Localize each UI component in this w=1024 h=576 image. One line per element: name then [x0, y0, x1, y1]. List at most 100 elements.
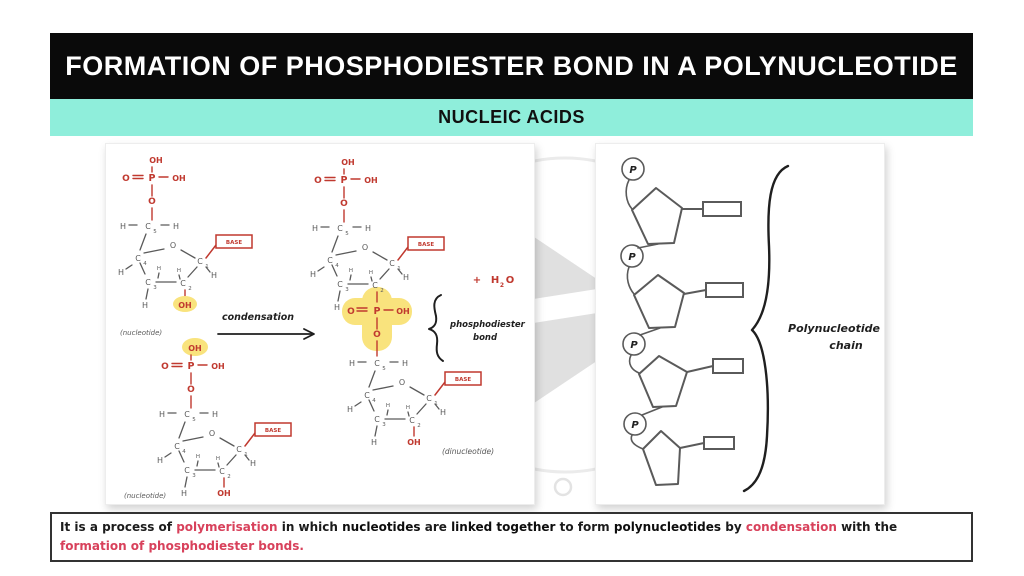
text-label: bond	[473, 333, 498, 343]
text-label: 3	[192, 473, 196, 479]
pentagon-shape	[642, 430, 681, 486]
text-label: P	[188, 361, 195, 372]
text-label: 3	[382, 422, 386, 428]
bond-line	[244, 432, 256, 447]
bond-line	[639, 327, 661, 336]
page-title: FORMATION OF PHOSPHODIESTER BOND IN A PO…	[65, 50, 958, 81]
text-label: O	[399, 378, 405, 387]
hand-stroke	[630, 434, 644, 450]
text-label: phosphodiester	[449, 320, 526, 330]
text-label: O	[209, 429, 215, 438]
text-label: O	[148, 197, 156, 207]
text-label: C	[145, 222, 151, 231]
text-label: H	[310, 270, 316, 279]
hand-stroke	[428, 294, 444, 362]
text-label: O	[314, 176, 322, 186]
text-label: C	[145, 278, 151, 287]
subtitle-banner: NUCLEIC ACIDS	[50, 99, 973, 136]
bond-line	[217, 462, 220, 468]
text-label: O	[506, 275, 515, 286]
bond-line	[184, 476, 188, 488]
text-label: C	[180, 279, 186, 288]
text-label: OH	[172, 174, 186, 183]
text-label: H	[196, 454, 200, 460]
bond-line	[244, 454, 250, 461]
bond-line	[335, 250, 357, 256]
circle-outline	[623, 412, 647, 436]
pentagon-shape	[633, 274, 685, 329]
circle-outline	[621, 157, 645, 181]
definition-segment: condensation	[745, 520, 837, 534]
text-label: C	[174, 442, 180, 451]
hand-stroke	[628, 354, 640, 374]
definition-segment: polynucleotides	[613, 520, 722, 534]
definition-segment: in which	[277, 520, 343, 534]
text-label: 3	[345, 287, 349, 293]
text-label: 1	[434, 401, 438, 407]
text-label: O	[161, 362, 169, 372]
text-label: C	[236, 445, 242, 454]
text-label: P	[341, 175, 348, 186]
text-label: 2	[380, 288, 384, 294]
text-label: H	[250, 459, 256, 468]
text-label: chain	[829, 339, 863, 352]
pentagon-shape	[638, 355, 688, 408]
text-label: O	[347, 307, 355, 317]
box-outline	[215, 234, 253, 249]
bond-line	[205, 244, 217, 259]
bond-line	[139, 233, 147, 251]
text-label: O	[340, 199, 348, 209]
definition-segment: by	[721, 520, 746, 534]
bond-line	[434, 381, 446, 396]
text-label: C	[197, 257, 203, 266]
bond-line	[407, 411, 410, 417]
text-label: 5	[192, 417, 196, 423]
box-outline	[705, 282, 744, 298]
text-label: O	[362, 243, 368, 252]
bond-line	[349, 274, 352, 281]
text-label: O	[373, 330, 381, 340]
bond-line	[178, 421, 186, 439]
text-label: H	[440, 408, 446, 417]
text-label: C	[184, 410, 190, 419]
text-label: O	[170, 241, 176, 250]
text-label: C	[337, 280, 343, 289]
definition-segment: It is a process of	[60, 520, 177, 534]
text-label: OH	[217, 489, 231, 498]
text-label: 4	[335, 263, 339, 269]
text-label: C	[372, 281, 378, 290]
text-label: C	[184, 466, 190, 475]
text-label: BASE	[226, 240, 242, 246]
text-label: OH	[364, 176, 378, 185]
bond-line	[226, 454, 237, 466]
bond-line	[679, 442, 705, 449]
page-subtitle: NUCLEIC ACIDS	[438, 107, 585, 127]
bond-line	[683, 289, 707, 295]
definition-segment: linked together	[451, 520, 556, 534]
text-label: H	[216, 456, 220, 462]
text-label: (dinucleotide)	[442, 447, 494, 456]
text-label: 5	[382, 366, 386, 372]
text-label: OH	[178, 301, 192, 310]
bond-line	[180, 249, 196, 259]
hand-stroke	[742, 164, 790, 493]
text-label: O	[187, 385, 195, 395]
highlight-blob	[173, 296, 197, 312]
bond-line	[686, 365, 714, 373]
box-outline	[712, 358, 744, 374]
bond-line	[139, 262, 146, 275]
text-label: H	[118, 268, 124, 277]
condensation-diagram-panel: condensation(nucleotide)(nucleotide)(din…	[105, 143, 535, 505]
bond-line	[368, 399, 375, 412]
text-label: P	[631, 420, 639, 431]
text-label: C	[374, 415, 380, 424]
text-label: P	[628, 252, 636, 263]
bond-line	[641, 406, 663, 416]
text-label: H	[212, 410, 218, 419]
text-label: 3	[153, 285, 157, 291]
bond-line	[372, 251, 388, 261]
text-label: H	[371, 438, 377, 447]
